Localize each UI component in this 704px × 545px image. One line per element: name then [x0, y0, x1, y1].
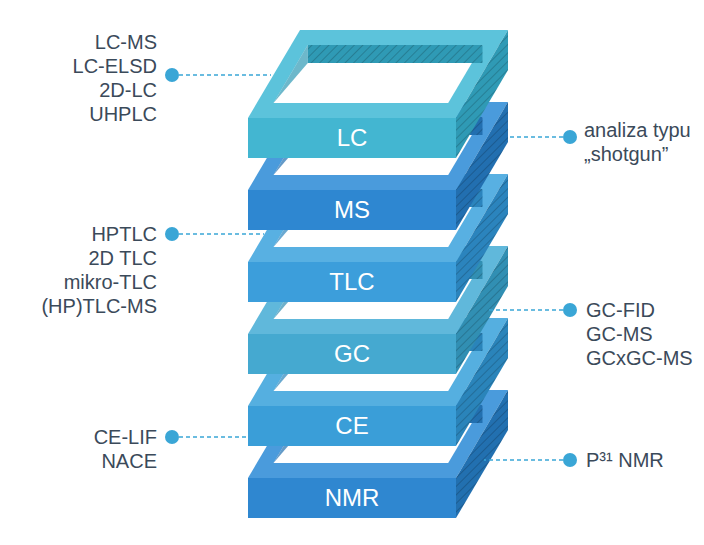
technique-slab: CE	[248, 406, 456, 446]
leader-dot	[165, 68, 179, 82]
leader-line	[488, 309, 570, 311]
leader-line	[172, 74, 271, 76]
technique-label: HPTLC	[91, 222, 157, 246]
slab-label: LC	[337, 124, 368, 152]
technique-label: LC-ELSD	[73, 54, 157, 78]
slab-label: GC	[334, 340, 370, 368]
technique-label: GC-MS	[586, 322, 653, 346]
technique-label: GCxGC-MS	[586, 346, 693, 370]
technique-label: P³¹ NMR	[586, 448, 664, 472]
technique-label: 2D-LC	[99, 78, 157, 102]
technique-slab: TLC	[248, 262, 456, 302]
technique-slab: LC	[248, 118, 456, 158]
leader-line	[508, 136, 570, 138]
technique-slab: MS	[248, 190, 456, 230]
slab-label: NMR	[325, 484, 380, 512]
leader-line	[172, 436, 246, 438]
slab-label: TLC	[329, 268, 374, 296]
technique-label: UHPLC	[89, 102, 157, 126]
leader-dot	[563, 453, 577, 467]
slab-label: CE	[335, 412, 368, 440]
slab-label: MS	[334, 196, 370, 224]
technique-label: NACE	[101, 449, 157, 473]
leader-dot	[563, 130, 577, 144]
technique-label: 2D TLC	[88, 246, 157, 270]
leader-line	[484, 459, 570, 461]
technique-label: LC-MS	[95, 30, 157, 54]
technique-label: CE-LIF	[94, 425, 157, 449]
technique-label: mikro-TLC	[64, 270, 157, 294]
technique-slab: GC	[248, 334, 456, 374]
leader-dot	[165, 227, 179, 241]
slab-shape	[248, 30, 508, 158]
leader-dot	[165, 430, 179, 444]
technique-slab: NMR	[248, 478, 456, 518]
leader-line	[172, 233, 264, 235]
technique-label: (HP)TLC-MS	[41, 294, 157, 318]
technique-label: GC-FID	[586, 298, 655, 322]
leader-dot	[563, 303, 577, 317]
technique-label: analiza typu „shotgun”	[584, 118, 704, 166]
